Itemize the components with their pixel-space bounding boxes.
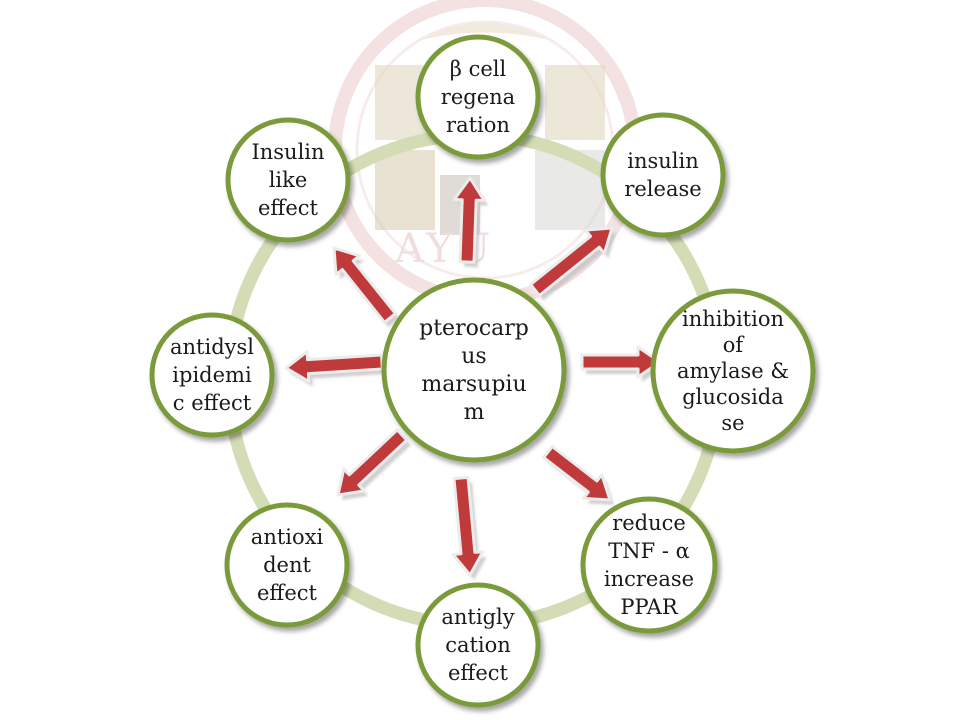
arrow-to-antidyslipidemic-effect [284, 350, 387, 387]
arrows-layer [284, 176, 664, 580]
node-insulin-release-label-line: release [624, 177, 701, 201]
node-inhibition-amylase-glucosidase-circle [650, 288, 816, 454]
center-pterocarpus-marsupium: pterocarp us marsupiu m [381, 277, 567, 463]
center-pterocarpus-marsupium-label-line: pterocarp [419, 316, 529, 341]
node-antidyslipidemic-effect-circle [149, 312, 275, 438]
node-antiglycation-effect-label-line: cation [445, 633, 511, 657]
node-inhibition-amylase-glucosidase-label-line: amylase & [677, 359, 789, 383]
center-pterocarpus-marsupium-circle [381, 277, 567, 463]
nodes-layer: β cell regena ration insulin release inhibiti… [149, 34, 816, 708]
node-antioxidant-effect: antioxi dent effect [224, 502, 350, 628]
node-antioxidant-effect-label-line: antioxi [251, 525, 324, 549]
node-beta-cell-regeneration: β cell regena ration [415, 34, 541, 160]
center-pterocarpus-marsupium-label-line: m [464, 400, 485, 425]
node-antidyslipidemic-effect-label-line: ipidemi [172, 363, 252, 387]
node-inhibition-amylase-glucosidase-label-line: inhibition [682, 307, 784, 331]
watermark-text: AYU [394, 226, 494, 272]
node-insulin-release: insulin release [600, 112, 726, 238]
node-insulin-like-effect-circle [225, 117, 351, 243]
node-beta-cell-regeneration-label-line: ration [446, 113, 510, 137]
node-insulin-release-label-line: insulin [627, 149, 699, 173]
node-antiglycation-effect-label-line: antigly [441, 605, 514, 629]
node-reduce-tnf-increase-ppar-label-line: PPAR [620, 595, 678, 619]
arrow-to-inhibition-amylase-glucosidase [580, 345, 664, 382]
node-antioxidant-effect-circle [224, 502, 350, 628]
node-inhibition-amylase-glucosidase-label-line: glucosida [682, 385, 784, 409]
node-insulin-like-effect-label-line: effect [258, 196, 319, 220]
arrow-to-reduce-tnf-increase-ppar [542, 445, 614, 505]
node-antidyslipidemic-effect-label-line: c effect [173, 391, 252, 415]
node-beta-cell-regeneration-label-line: β cell [450, 57, 507, 81]
node-beta-cell-regeneration-label-line: regena [441, 85, 515, 109]
node-antiglycation-effect: antigly cation effect [415, 582, 541, 708]
arrow-to-insulin-release [529, 226, 616, 301]
center-node: pterocarp us marsupiu m [381, 277, 567, 463]
node-inhibition-amylase-glucosidase-label-line: of [723, 333, 746, 357]
node-reduce-tnf-increase-ppar-label-line: reduce [612, 511, 686, 535]
node-reduce-tnf-increase-ppar-circle [580, 496, 718, 634]
center-pterocarpus-marsupium-label-line: us [461, 344, 486, 369]
center-pterocarpus-marsupium-label-line: marsupiu [421, 372, 526, 397]
arrow-to-antiglycation-effect [451, 475, 487, 580]
node-insulin-like-effect: Insulin like effect [225, 117, 351, 243]
node-inhibition-amylase-glucosidase-label-line: se [721, 411, 744, 435]
arrow-to-beta-cell-regeneration [452, 176, 489, 268]
node-reduce-tnf-increase-ppar-label-line: TNF - α [608, 539, 690, 563]
node-reduce-tnf-increase-ppar-label-line: increase [604, 567, 694, 591]
node-insulin-like-effect-label-line: Insulin [251, 140, 324, 164]
arrow-to-antioxidant-effect [336, 428, 411, 500]
node-insulin-release-circle [600, 112, 726, 238]
node-insulin-like-effect-label-line: like [269, 168, 308, 192]
node-antidyslipidemic-effect-label-line: antidysl [170, 335, 254, 359]
node-antioxidant-effect-label-line: effect [257, 581, 318, 605]
node-antioxidant-effect-label-line: dent [263, 553, 311, 577]
node-beta-cell-regeneration-circle [415, 34, 541, 160]
arrow-to-insulin-like-effect [332, 246, 400, 328]
node-antiglycation-effect-label-line: effect [448, 661, 509, 685]
node-antidyslipidemic-effect: antidysl ipidemi c effect [149, 312, 275, 438]
node-antiglycation-effect-circle [415, 582, 541, 708]
